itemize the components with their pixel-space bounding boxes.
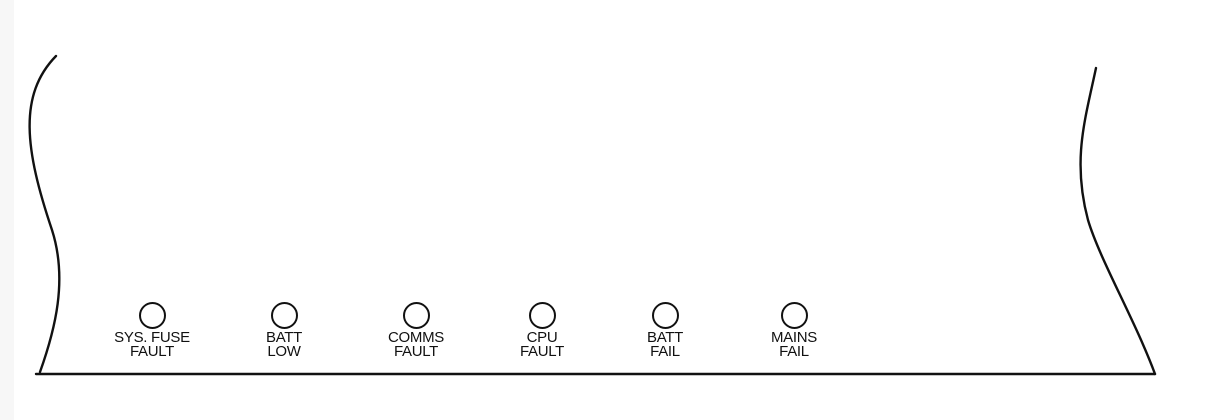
indicator-batt-fail: BATT FAIL <box>605 302 725 359</box>
indicator-label: BATT FAIL <box>605 329 725 360</box>
indicator-label: CPU FAULT <box>482 329 602 360</box>
indicator-comms-fault: COMMS FAULT <box>356 302 476 359</box>
label-line-1: MAINS <box>770 329 817 346</box>
indicator-batt-low: BATT LOW <box>224 302 344 359</box>
indicator-cpu-fault: CPU FAULT <box>482 302 602 359</box>
label-line-2: FAIL <box>650 343 680 360</box>
left-margin-strip <box>0 0 14 420</box>
indicator-sys-fuse-fault: SYS. FUSE FAULT <box>92 302 212 359</box>
label-line-2: FAULT <box>129 343 175 360</box>
indicator-label: COMMS FAULT <box>356 329 476 360</box>
label-line-2: LOW <box>267 343 301 360</box>
right-break-curve <box>1079 66 1157 376</box>
indicator-mains-fail: MAINS FAIL <box>734 302 854 359</box>
cpu-fault-led-icon <box>528 302 556 329</box>
indicator-label: BATT LOW <box>224 329 344 360</box>
sys-fuse-fault-led-icon <box>138 302 166 329</box>
label-line-1: SYS. FUSE <box>114 329 190 346</box>
label-line-1: COMMS <box>388 329 444 346</box>
label-line-1: BATT <box>265 329 303 346</box>
left-break-curve <box>28 54 61 374</box>
label-line-1: BATT <box>646 329 684 346</box>
batt-low-led-icon <box>270 302 298 329</box>
label-line-1: CPU <box>526 329 558 346</box>
indicator-label: SYS. FUSE FAULT <box>92 329 212 360</box>
label-line-2: FAULT <box>519 343 565 360</box>
batt-fail-led-icon <box>651 302 679 329</box>
indicator-label: MAINS FAIL <box>734 329 854 360</box>
mains-fail-led-icon <box>780 302 808 329</box>
label-line-2: FAULT <box>393 343 439 360</box>
label-line-2: FAIL <box>779 343 809 360</box>
comms-fault-led-icon <box>402 302 430 329</box>
